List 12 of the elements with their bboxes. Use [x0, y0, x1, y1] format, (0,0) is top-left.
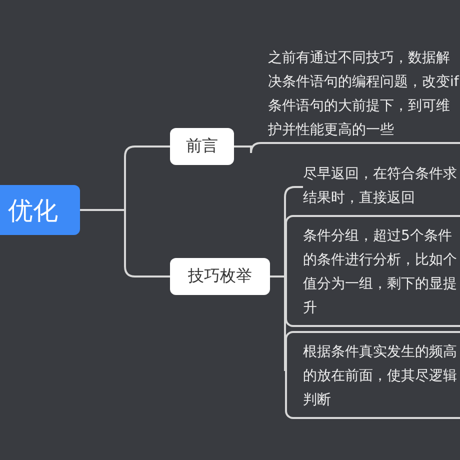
note-text: 根据条件真实发生的频高的放在前面，使其尽逻辑判断: [303, 343, 457, 410]
connector-line: [234, 142, 268, 154]
topic-box: 技巧枚举: [170, 258, 270, 295]
note-card: [285, 331, 460, 419]
root-topic-box: 优化: [0, 185, 80, 235]
topic-box: 前言: [170, 128, 234, 165]
note-text: 之前有通过不同技巧，数据解决条件语句的编程问题，改变if条件语句的大前提下，到可维护并性能更高的一些: [268, 49, 460, 140]
note-text: 尽早返回，在符合条件求结果时，直接返回: [303, 165, 458, 208]
connector-line: [80, 209, 170, 278]
note-text: 条件分组，超过5个条件的条件进行分析，比如个值分为一组，剩下的显提升: [303, 227, 457, 318]
note-card: [285, 215, 460, 327]
connector-line: [270, 276, 286, 371]
